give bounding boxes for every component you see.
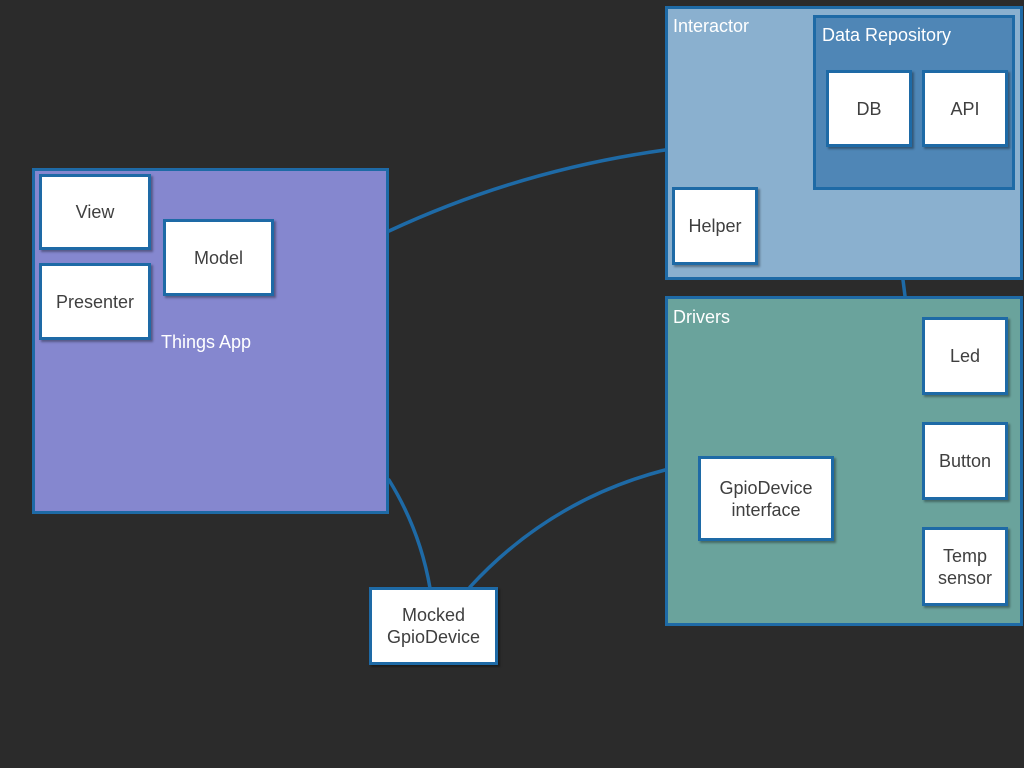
presenter-label: Presenter [55, 291, 135, 312]
api-box: API [922, 70, 1008, 147]
led-label: Led [949, 346, 981, 366]
temp-sensor-label: Temp sensor [937, 545, 993, 588]
mocked-gpio-device-box: Mocked GpioDevice [369, 587, 498, 665]
button-box: Button [922, 422, 1008, 500]
view-label: View [75, 202, 115, 222]
interactor-label: Interactor [673, 16, 750, 36]
view-box: View [39, 174, 151, 250]
mocked-gpio-device-label: Mocked GpioDevice [386, 605, 481, 647]
data-repository-label: Data Repository [822, 25, 952, 45]
connector-mocked-gpio-to-drivers [468, 468, 667, 589]
button-label: Button [938, 451, 992, 471]
presenter-box: Presenter [39, 263, 151, 340]
model-label: Model [193, 247, 244, 268]
connector-things-app-to-mocked-gpio [387, 478, 432, 590]
connector-things-app-to-interactor [387, 148, 667, 233]
api-label: API [950, 98, 980, 119]
temp-sensor-box: Temp sensor [922, 527, 1008, 606]
model-box: Model [163, 219, 274, 296]
drivers-label: Drivers [673, 307, 730, 327]
things-app-label: Things App [161, 332, 252, 352]
helper-box: Helper [672, 187, 758, 265]
db-label: DB [856, 98, 882, 119]
helper-label: Helper [688, 216, 742, 236]
db-box: DB [826, 70, 912, 147]
led-box: Led [922, 317, 1008, 395]
gpio-interface-box: GpioDevice interface [698, 456, 834, 541]
connector-interactor-to-drivers [901, 278, 907, 298]
gpio-interface-label: GpioDevice interface [719, 477, 813, 520]
